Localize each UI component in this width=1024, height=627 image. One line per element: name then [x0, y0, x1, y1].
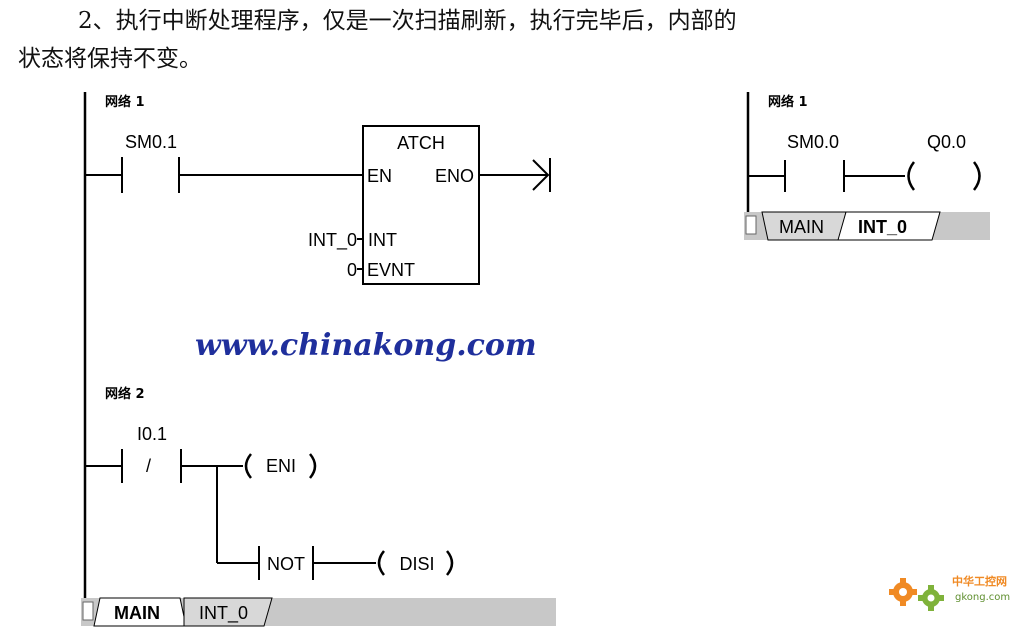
tab-scroll-button[interactable]: [745, 215, 757, 235]
contact-i0-1-label: I0.1: [137, 424, 167, 444]
int-param: INT_0: [308, 230, 357, 251]
contact-i0-1-negation: /: [146, 456, 151, 476]
network-1-label: 网络 1: [768, 94, 808, 110]
tab-int0[interactable]: [183, 597, 273, 627]
watermark-text: www.chinakong.com: [195, 328, 537, 363]
logo-en-text: gkong.com: [955, 592, 1010, 603]
tab-int0-label: INT_0: [858, 217, 907, 237]
tab-main-label: MAIN: [779, 217, 824, 237]
paragraph-line-1: 2、执行中断处理程序，仅是一次扫描刷新，执行完毕后，内部的: [78, 8, 737, 34]
atch-eno-pin: ENO: [435, 166, 474, 186]
network-1-label: 网络 1: [105, 94, 145, 110]
network-2-label: 网络 2: [105, 386, 145, 402]
paragraph-line-2: 状态将保持不变。: [18, 46, 202, 72]
logo-cn-text: 中华工控网: [952, 574, 1007, 588]
main-tab-bar: MAIN INT_0: [81, 597, 556, 627]
atch-en-pin: EN: [367, 166, 392, 186]
contact-sm0-0: [748, 160, 905, 192]
contact-sm0-0-label: SM0.0: [787, 132, 839, 152]
evnt-param: 0: [347, 260, 357, 280]
tab-int0-label: INT_0: [199, 603, 248, 624]
coil-eni: ENI: [244, 453, 317, 479]
coil-disi-label: DISI: [399, 554, 434, 574]
tab-main-label: MAIN: [114, 603, 160, 623]
gkong-logo: 中华工控网 gkong.com: [889, 574, 1010, 611]
coil-disi: DISI: [377, 550, 454, 576]
not-box-label: NOT: [267, 554, 305, 574]
not-box: NOT: [258, 546, 376, 580]
eno-output-arrow: [357, 158, 551, 270]
atch-int-pin: INT: [368, 230, 397, 250]
gear-icon: [889, 578, 944, 611]
coil-q0-0-label: Q0.0: [927, 132, 966, 152]
tab-scroll-button[interactable]: [82, 601, 94, 621]
atch-box: [362, 125, 480, 285]
contact-sm0-1-label: SM0.1: [125, 132, 177, 152]
coil-q0-0: [907, 161, 981, 191]
contact-i0-1: [85, 449, 259, 564]
contact-sm0-1: [85, 157, 363, 193]
tab-int0[interactable]: [837, 211, 941, 241]
coil-eni-label: ENI: [266, 456, 296, 476]
atch-evnt-pin: EVNT: [367, 260, 415, 280]
int0-tab-bar: MAIN INT_0: [744, 211, 990, 241]
int0-ladder-editor: 网络 1 SM0.0 Q0.0 MAIN INT_0: [744, 92, 990, 241]
main-ladder-editor: 网络 1 SM0.1 ATCH EN ENO INT EVNT INT_0 0 …: [81, 92, 556, 627]
atch-box-title: ATCH: [397, 133, 445, 153]
